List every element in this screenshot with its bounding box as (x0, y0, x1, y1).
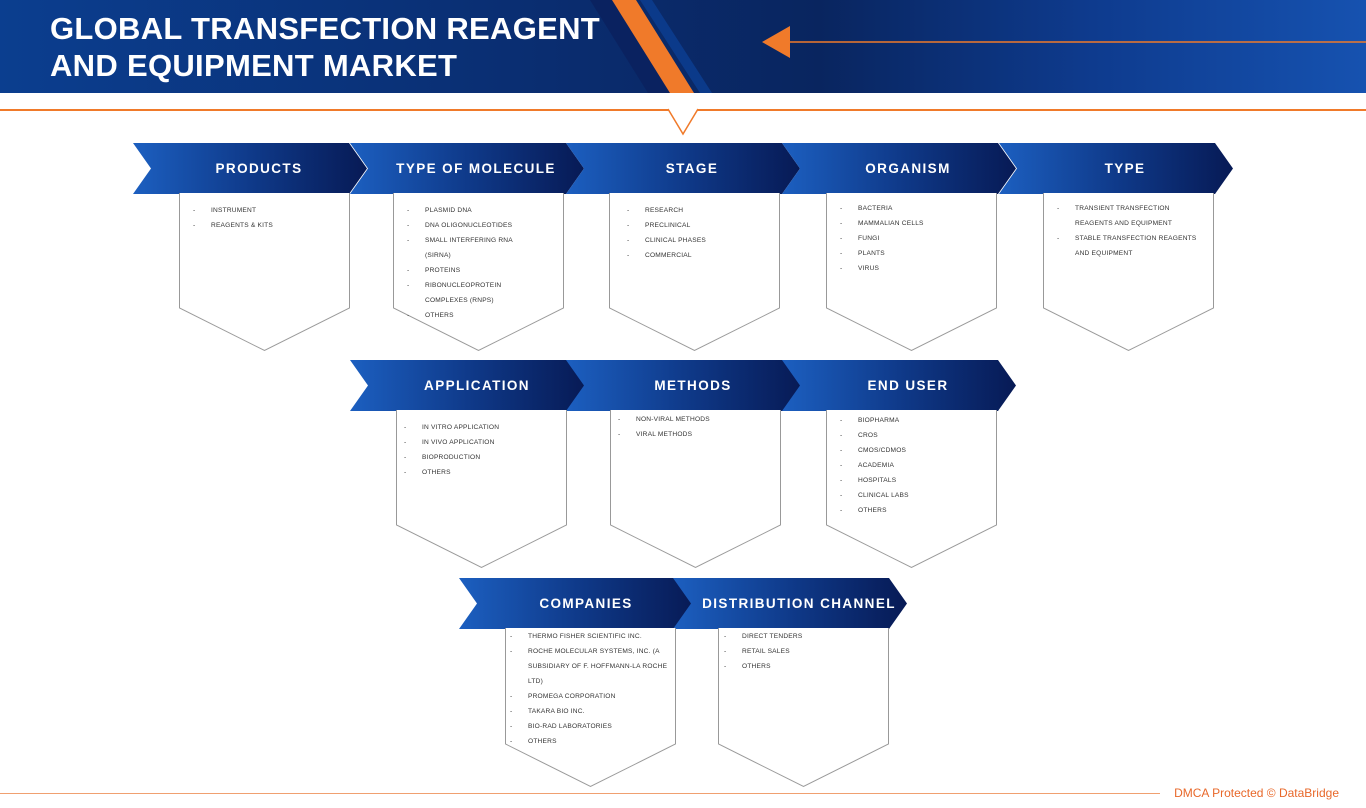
list-item: VIRAL METHODS (618, 427, 773, 442)
header-banner: GLOBAL TRANSFECTION REAGENT AND EQUIPMEN… (0, 0, 1366, 93)
footer-divider (0, 793, 1160, 794)
segment-banner-companies: COMPANIES (459, 578, 695, 629)
segment-banner-distribution-channel: DISTRIBUTION CHANNEL (673, 578, 907, 629)
segment-banner-application: APPLICATION (350, 360, 586, 411)
segment-label: APPLICATION (424, 378, 530, 393)
list-item: TAKARA BIO INC. (510, 704, 674, 719)
header-stripes-decoration (590, 0, 1366, 93)
page-title-line-1: GLOBAL TRANSFECTION REAGENT (50, 11, 601, 46)
list-item: PRECLINICAL (627, 218, 772, 233)
page-title-line-2: AND EQUIPMENT MARKET (50, 48, 458, 83)
list-item: CMOS/CDMOS (840, 443, 989, 458)
segment-label: TYPE (1104, 161, 1146, 176)
footer-copyright: DMCA Protected © DataBridge (1174, 786, 1339, 800)
segment-box-stage: RESEARCH PRECLINICAL CLINICAL PHASES COM… (609, 193, 780, 352)
list-item: CLINICAL PHASES (627, 233, 772, 248)
segment-item-list: BACTERIA MAMMALIAN CELLS FUNGI PLANTS VI… (840, 201, 989, 276)
list-item: BIOPRODUCTION (404, 450, 559, 465)
segment-item-list: BIOPHARMA CROS CMOS/CDMOS ACADEMIA HOSPI… (840, 413, 989, 518)
list-item: SMALL INTERFERING RNA (SIRNA) (407, 233, 540, 263)
list-item: RIBONUCLEOPROTEIN COMPLEXES (RNPS) (407, 278, 540, 308)
segment-box-organism: BACTERIA MAMMALIAN CELLS FUNGI PLANTS VI… (826, 193, 997, 352)
list-item: BIOPHARMA (840, 413, 989, 428)
list-item: PLANTS (840, 246, 989, 261)
list-item: CLINICAL LABS (840, 488, 989, 503)
list-item: DIRECT TENDERS (724, 629, 881, 644)
list-item: BACTERIA (840, 201, 989, 216)
list-item: NON-VIRAL METHODS (618, 412, 773, 427)
segment-box-type-of-molecule: PLASMID DNA DNA OLIGONUCLEOTIDES SMALL I… (393, 193, 564, 352)
segment-banner-stage: STAGE (566, 143, 800, 194)
list-item: IN VIVO APPLICATION (404, 435, 559, 450)
list-item: ROCHE MOLECULAR SYSTEMS, INC. (A SUBSIDI… (510, 644, 674, 689)
list-item: OTHERS (407, 308, 540, 323)
list-item: REAGENTS & KITS (193, 218, 342, 233)
list-item: FUNGI (840, 231, 989, 246)
list-item: RETAIL SALES (724, 644, 881, 659)
segment-box-end-user: BIOPHARMA CROS CMOS/CDMOS ACADEMIA HOSPI… (826, 410, 997, 569)
list-item: MAMMALIAN CELLS (840, 216, 989, 231)
list-item: BIO-RAD LABORATORIES (510, 719, 674, 734)
segment-banner-end-user: END USER (782, 360, 1016, 411)
segment-item-list: NON-VIRAL METHODS VIRAL METHODS (618, 412, 773, 442)
list-item: RESEARCH (627, 203, 772, 218)
list-item: THERMO FISHER SCIENTIFIC INC. (510, 629, 674, 644)
segment-item-list: TRANSIENT TRANSFECTION REAGENTS AND EQUI… (1057, 201, 1204, 261)
list-item: IN VITRO APPLICATION (404, 420, 559, 435)
list-item: TRANSIENT TRANSFECTION REAGENTS AND EQUI… (1057, 201, 1204, 231)
segment-label: TYPE OF MOLECULE (396, 161, 556, 176)
segment-label: END USER (867, 378, 949, 393)
segment-label: DISTRIBUTION CHANNEL (702, 596, 896, 611)
segment-label: COMPANIES (539, 596, 633, 611)
segment-box-products: INSTRUMENT REAGENTS & KITS (179, 193, 350, 352)
segment-item-list: INSTRUMENT REAGENTS & KITS (193, 203, 342, 233)
segment-banner-products: PRODUCTS (133, 143, 367, 194)
list-item: PROTEINS (407, 263, 540, 278)
list-item: OTHERS (404, 465, 559, 480)
list-item: ACADEMIA (840, 458, 989, 473)
segment-box-distribution-channel: DIRECT TENDERS RETAIL SALES OTHERS (718, 628, 889, 788)
segment-box-type: TRANSIENT TRANSFECTION REAGENTS AND EQUI… (1043, 193, 1214, 352)
page-title: GLOBAL TRANSFECTION REAGENT AND EQUIPMEN… (50, 10, 610, 84)
segment-item-list: IN VITRO APPLICATION IN VIVO APPLICATION… (404, 420, 559, 480)
segment-box-methods: NON-VIRAL METHODS VIRAL METHODS (610, 410, 781, 569)
list-item: PROMEGA CORPORATION (510, 689, 674, 704)
segment-banner-methods: METHODS (566, 360, 802, 411)
segment-box-application: IN VITRO APPLICATION IN VIVO APPLICATION… (396, 410, 567, 569)
list-item: STABLE TRANSFECTION REAGENTS AND EQUIPME… (1057, 231, 1204, 261)
list-item: VIRUS (840, 261, 989, 276)
list-item: OTHERS (724, 659, 881, 674)
segment-box-companies: THERMO FISHER SCIENTIFIC INC. ROCHE MOLE… (505, 628, 676, 788)
list-item: DNA OLIGONUCLEOTIDES (407, 218, 540, 233)
list-item: OTHERS (840, 503, 989, 518)
segment-item-list: THERMO FISHER SCIENTIFIC INC. ROCHE MOLE… (510, 629, 674, 749)
list-item: INSTRUMENT (193, 203, 342, 218)
segment-label: ORGANISM (865, 161, 951, 176)
list-item: CROS (840, 428, 989, 443)
list-item: PLASMID DNA (407, 203, 540, 218)
divider-notch-icon (668, 108, 698, 136)
segment-label: PRODUCTS (215, 161, 303, 176)
segment-item-list: RESEARCH PRECLINICAL CLINICAL PHASES COM… (627, 203, 772, 263)
segment-item-list: PLASMID DNA DNA OLIGONUCLEOTIDES SMALL I… (407, 203, 540, 323)
list-item: HOSPITALS (840, 473, 989, 488)
segment-label: STAGE (665, 161, 719, 176)
segment-item-list: DIRECT TENDERS RETAIL SALES OTHERS (724, 629, 881, 674)
segment-banner-type-of-molecule: TYPE OF MOLECULE (350, 143, 584, 194)
segment-label: METHODS (654, 378, 732, 393)
segment-banner-type: TYPE (999, 143, 1233, 194)
arrow-left-icon (762, 26, 790, 58)
segment-banner-organism: ORGANISM (782, 143, 1016, 194)
list-item: OTHERS (510, 734, 674, 749)
list-item: COMMERCIAL (627, 248, 772, 263)
